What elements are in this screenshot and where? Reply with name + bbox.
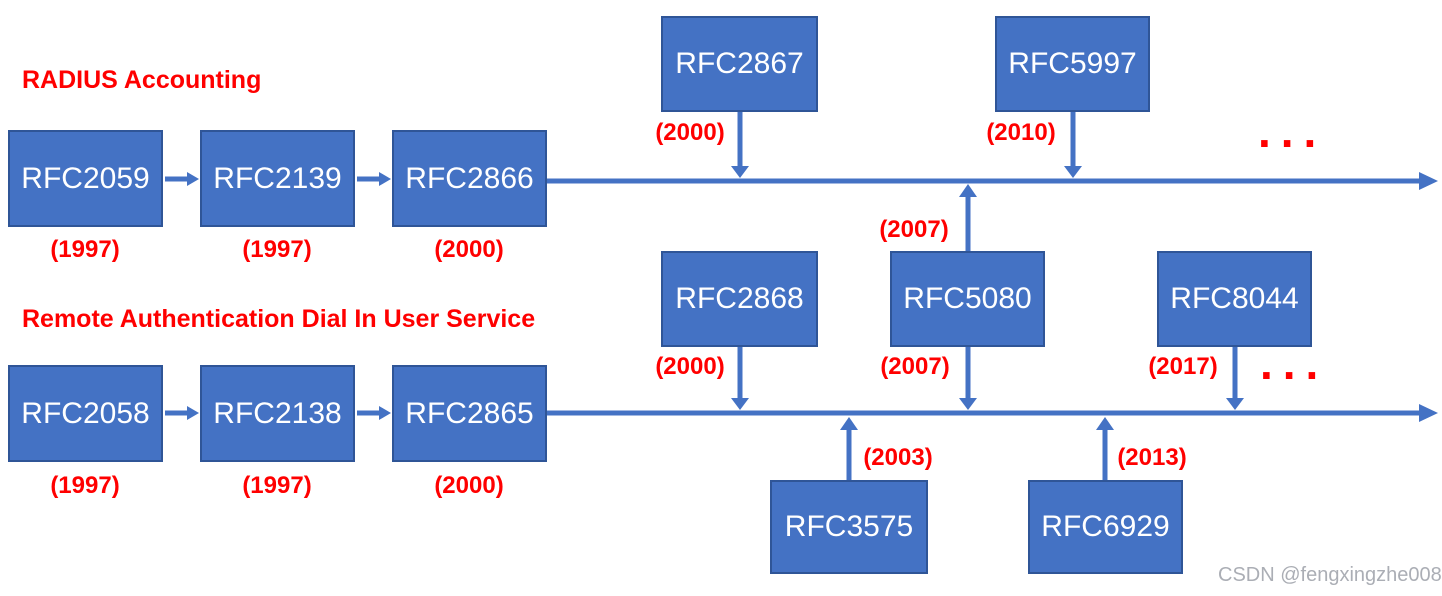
radius-title: Remote Authentication Dial In User Servi… — [22, 305, 536, 333]
rfc5997-year-label: (2010) — [986, 119, 1056, 146]
arrow-rfc8044-down — [1226, 347, 1244, 410]
rfc6929-box: RFC6929 — [1028, 480, 1183, 574]
rfc2867-box: RFC2867 — [661, 16, 818, 112]
rfc2867-year-label: (2000) — [655, 119, 725, 146]
rfc2865-box: RFC2865 — [392, 365, 547, 462]
rfc5080-year-label: (2007) — [880, 353, 950, 380]
arrow-rfc2867-down — [731, 112, 749, 178]
rfc5080-accounting-year-label: (2007) — [879, 216, 949, 243]
rfc2868-year-label: (2000) — [655, 353, 725, 380]
rfc2866-year-label: (2000) — [434, 236, 504, 263]
arrow-rfc2059-rfc2139 — [165, 172, 199, 186]
rfc2866-box: RFC2866 — [392, 130, 547, 227]
rfc2058-box: RFC2058 — [8, 365, 163, 462]
rfc3575-year-label: (2003) — [863, 444, 933, 471]
accounting-ellipsis: ... — [1258, 105, 1327, 157]
rfc8044-box: RFC8044 — [1157, 251, 1312, 347]
rfc2865-year-label: (2000) — [434, 472, 504, 499]
rfc2059-box: RFC2059 — [8, 130, 163, 227]
arrow-rfc2058-rfc2138 — [165, 406, 199, 420]
arrow-rfc5997-down — [1064, 112, 1082, 178]
rfc2058-year-label: (1997) — [50, 472, 120, 499]
rfc2138-year-label: (1997) — [242, 472, 312, 499]
accounting-title: RADIUS Accounting — [22, 66, 262, 94]
arrow-rfc2139-rfc2866 — [357, 172, 391, 186]
rfc8044-year-label: (2017) — [1148, 353, 1218, 380]
rfc3575-box: RFC3575 — [770, 480, 928, 574]
arrow-rfc5080-up-to-accounting — [959, 184, 977, 251]
rfc5997-box: RFC5997 — [995, 16, 1150, 112]
rfc2139-year-label: (1997) — [242, 236, 312, 263]
rfc2139-box: RFC2139 — [200, 130, 355, 227]
arrow-rfc3575-up — [840, 417, 858, 480]
arrow-rfc2138-rfc2865 — [357, 406, 391, 420]
rfc5080-box: RFC5080 — [890, 251, 1045, 347]
radius-ellipsis: ... — [1260, 337, 1329, 389]
arrow-rfc2868-down — [731, 347, 749, 410]
rfc2059-year-label: (1997) — [50, 236, 120, 263]
arrow-rfc6929-up — [1096, 417, 1114, 480]
rfc2138-box: RFC2138 — [200, 365, 355, 462]
radius-timeline — [547, 404, 1438, 422]
accounting-timeline — [547, 172, 1438, 190]
arrow-rfc5080-down — [959, 347, 977, 410]
rfc6929-year-label: (2013) — [1117, 444, 1187, 471]
watermark: CSDN @fengxingzhe008 — [1218, 564, 1442, 586]
rfc2868-box: RFC2868 — [661, 251, 818, 347]
